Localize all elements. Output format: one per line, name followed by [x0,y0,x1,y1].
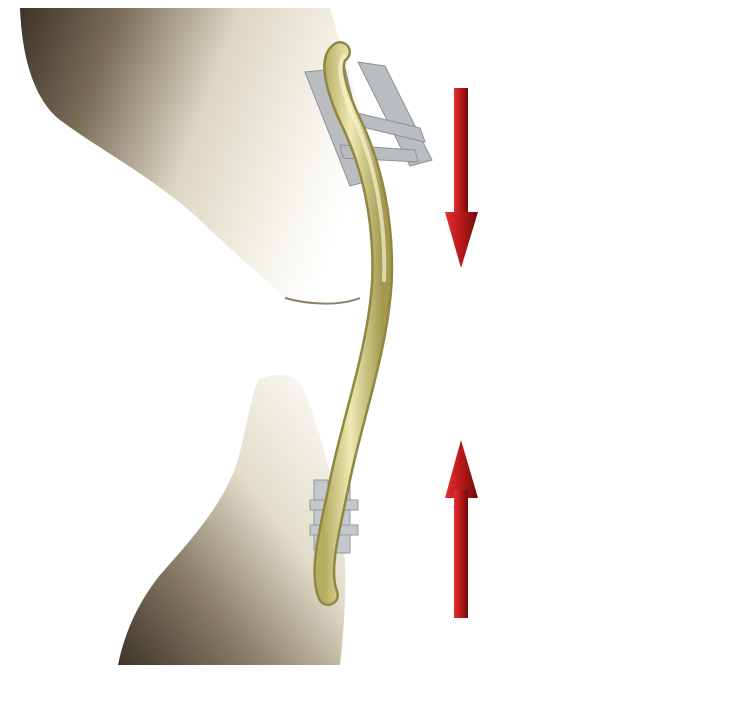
lower-tooth-icon [118,375,345,665]
arrow-down-icon [445,88,478,268]
arrow-up-icon [445,440,478,618]
